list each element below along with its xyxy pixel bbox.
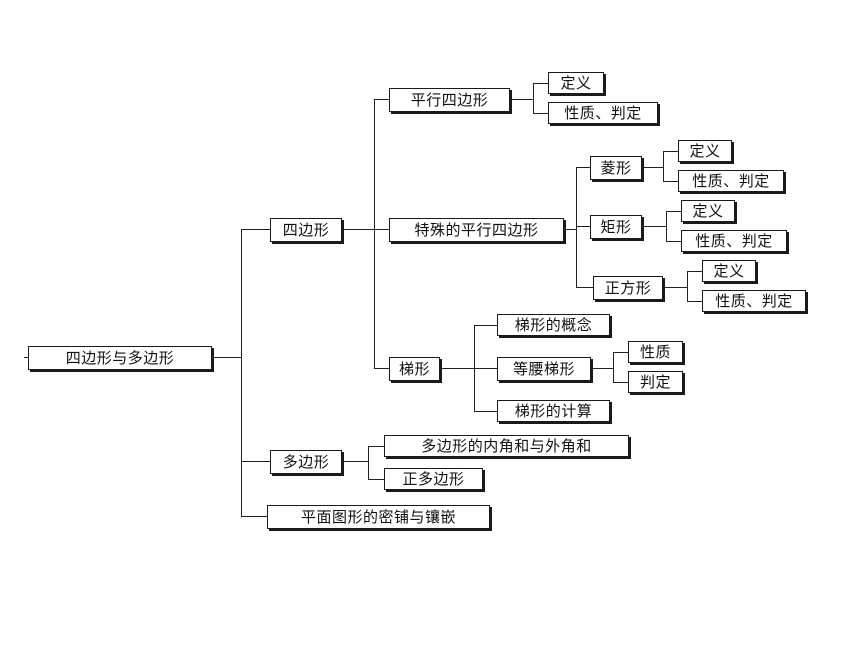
isosceles-trapezoid-node: 等腰梯形	[497, 357, 591, 381]
square-properties-node: 性质、判定	[702, 290, 806, 312]
connector	[241, 461, 270, 463]
rhombus-properties-node: 性质、判定	[678, 170, 784, 192]
connector	[440, 368, 475, 370]
trapezoid-node: 梯形	[389, 357, 440, 381]
connector	[663, 151, 678, 153]
connector	[474, 368, 497, 370]
connector	[374, 99, 389, 101]
connector	[533, 113, 548, 115]
connector	[666, 241, 681, 243]
trapezoid-calculation-node: 梯形的计算	[497, 400, 610, 422]
trapezoid-concept-node: 梯形的概念	[497, 314, 610, 336]
connector	[663, 287, 688, 289]
rhombus-definition-node: 定义	[678, 140, 732, 162]
connector	[368, 446, 370, 479]
polygon-angle-sum-node: 多边形的内角和与外角和	[384, 435, 629, 457]
rectangle-properties-node: 性质、判定	[681, 230, 787, 252]
connector	[687, 301, 702, 303]
connector	[241, 229, 243, 517]
connector	[642, 167, 664, 169]
connector	[576, 167, 590, 169]
connector	[368, 446, 384, 448]
connector	[666, 211, 681, 213]
connector	[241, 229, 270, 231]
connector	[663, 151, 665, 181]
connector	[474, 411, 497, 413]
connector	[374, 99, 376, 368]
parallelogram-properties-node: 性质、判定	[548, 102, 658, 124]
connector	[687, 271, 689, 301]
polygon-node: 多边形	[270, 450, 342, 474]
connector	[666, 211, 668, 241]
isosceles-properties-node: 性质	[628, 341, 683, 363]
connector	[591, 368, 614, 370]
connector	[24, 357, 28, 359]
connector	[613, 352, 615, 382]
connector	[613, 352, 628, 354]
regular-polygon-node: 正多边形	[384, 468, 483, 490]
connector	[642, 226, 667, 228]
connector	[613, 382, 628, 384]
connector	[374, 229, 389, 231]
connector	[533, 83, 548, 85]
special-parallelogram-node: 特殊的平行四边形	[389, 218, 564, 242]
tessellation-node: 平面图形的密铺与镶嵌	[267, 505, 490, 529]
square-definition-node: 定义	[702, 260, 756, 282]
connector	[374, 368, 389, 370]
connector	[368, 479, 384, 481]
connector	[687, 271, 702, 273]
connector	[510, 99, 534, 101]
connector	[576, 226, 590, 228]
quadrilateral-node: 四边形	[270, 218, 342, 242]
connector	[663, 181, 678, 183]
rectangle-node: 矩形	[590, 215, 642, 239]
connector	[342, 461, 369, 463]
rectangle-definition-node: 定义	[681, 200, 735, 222]
connector	[212, 357, 242, 359]
connector	[533, 83, 535, 113]
isosceles-criteria-node: 判定	[628, 371, 683, 393]
connector	[342, 229, 375, 231]
parallelogram-definition-node: 定义	[548, 72, 604, 94]
connector	[474, 325, 497, 327]
connector	[564, 229, 577, 231]
connector	[576, 287, 593, 289]
square-node: 正方形	[593, 276, 663, 300]
connector	[241, 516, 267, 518]
parallelogram-node: 平行四边形	[389, 88, 510, 112]
rhombus-node: 菱形	[590, 156, 642, 180]
root-node: 四边形与多边形	[28, 346, 212, 370]
